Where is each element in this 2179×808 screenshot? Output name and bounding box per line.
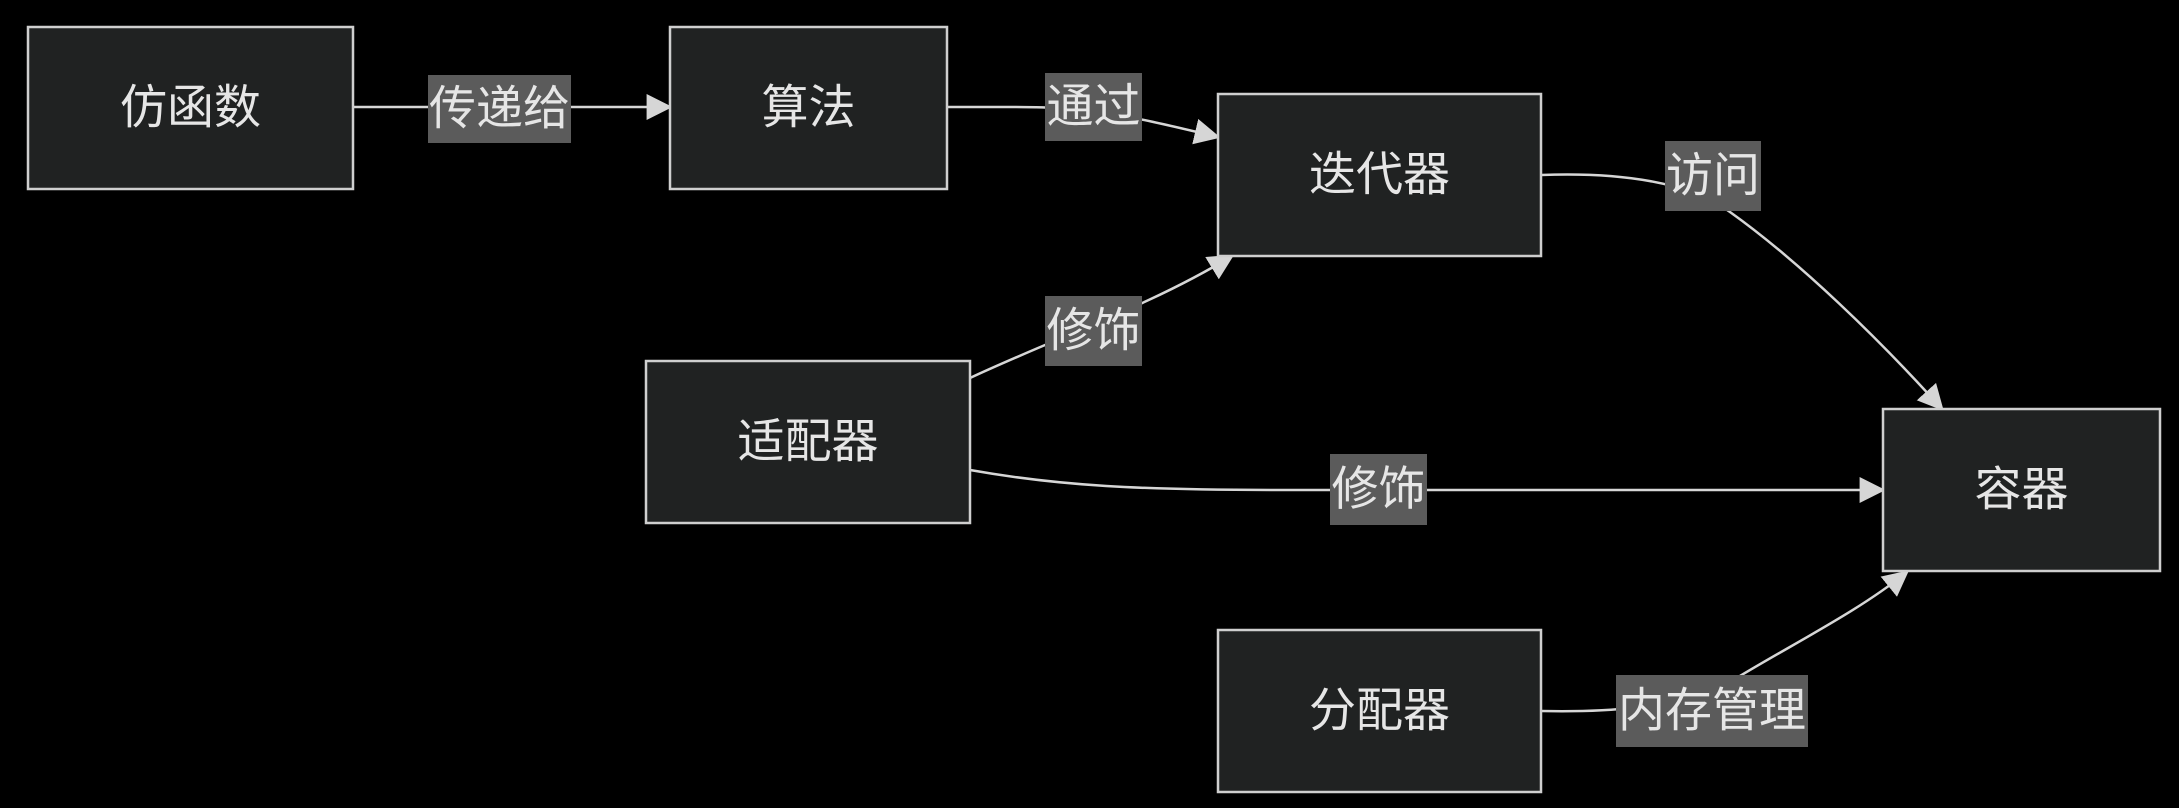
node-label: 适配器 xyxy=(738,415,879,470)
node-algorithm: 算法 xyxy=(668,25,949,191)
node-iterator: 迭代器 xyxy=(1216,92,1543,258)
edge-adapter-to-container xyxy=(969,468,1886,503)
edge-label-algorithm-iterator: 通过 xyxy=(1045,73,1142,141)
node-label: 算法 xyxy=(762,81,856,136)
node-label: 分配器 xyxy=(1309,684,1450,739)
edge-label-allocator-container: 内存管理 xyxy=(1616,675,1808,747)
edge-labels: 传递给 通过 访问 修饰 修饰 内存管理 xyxy=(428,73,1808,747)
edge-label-text: 传递给 xyxy=(429,82,570,137)
edge-label-text: 通过 xyxy=(1047,80,1141,135)
edge-label-text: 修饰 xyxy=(1047,304,1141,359)
node-allocator: 分配器 xyxy=(1216,628,1543,794)
edge-label-iterator-container: 访问 xyxy=(1665,141,1761,211)
node-label: 迭代器 xyxy=(1309,148,1450,203)
edge-label-text: 访问 xyxy=(1666,149,1760,204)
edge-label-functor-algorithm: 传递给 xyxy=(428,75,571,143)
edge-label-text: 内存管理 xyxy=(1618,684,1806,739)
node-container: 容器 xyxy=(1881,407,2162,573)
nodes: 仿函数 算法 迭代器 适配器 容器 分配器 xyxy=(26,25,2162,794)
edge-label-adapter-container: 修饰 xyxy=(1330,454,1427,525)
edge-label-text: 修饰 xyxy=(1332,462,1426,517)
node-label: 容器 xyxy=(1975,463,2069,518)
edge-iterator-to-container xyxy=(1540,173,1944,411)
node-label: 仿函数 xyxy=(120,81,261,136)
node-functor: 仿函数 xyxy=(26,25,355,191)
edge-label-adapter-iterator: 修饰 xyxy=(1045,296,1142,366)
node-adapter: 适配器 xyxy=(644,359,972,525)
